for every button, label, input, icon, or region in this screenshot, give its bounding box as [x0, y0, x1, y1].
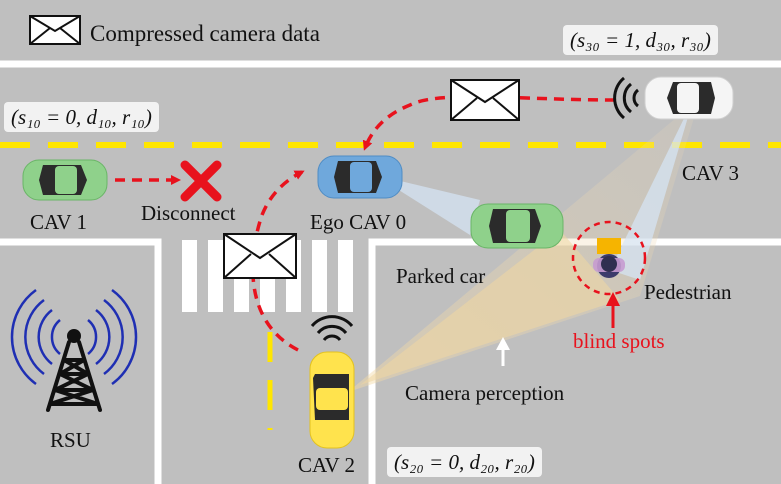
parked-car-label: Parked car [396, 264, 486, 288]
envelope-icon [450, 79, 520, 121]
cav2-label: CAV 2 [298, 453, 356, 477]
cav2-signal-icon [310, 315, 354, 342]
cav1-state-box: (s₁₀ = 0, d₁₀, r₁₀) [4, 102, 159, 133]
red-arrows [115, 95, 616, 352]
cav3-car-icon [644, 76, 734, 120]
pedestrian-icon [571, 220, 647, 296]
camera-perception-label: Camera perception [405, 381, 565, 405]
ego-label: Ego CAV 0 [310, 210, 407, 234]
envelope-icon [29, 15, 81, 45]
envelope-icon [223, 233, 297, 279]
rsu-label: RSU [50, 428, 91, 452]
disconnect-label: Disconnect [141, 201, 236, 225]
cav3-signal-icon [613, 76, 640, 120]
rsu-tower-icon [10, 288, 138, 412]
ego-car-icon [317, 155, 403, 199]
cav3-state-box: (s₃₀ = 1, d₃₀, r₃₀) [563, 25, 718, 56]
parked-car-icon [470, 203, 564, 249]
pedestrian-label: Pedestrian [644, 280, 732, 304]
cav2-car-icon [309, 351, 355, 449]
blind-spots-label: blind spots [573, 329, 665, 353]
cav1-car-icon [22, 159, 108, 201]
camera-perception-arrow [496, 337, 510, 366]
cav2-state-box: (s₂₀ = 0, d₂₀, r₂₀) [387, 447, 542, 478]
blind-spot-arrow [606, 292, 620, 328]
cav3-label: CAV 3 [682, 161, 740, 185]
disconnect-cross-icon [180, 160, 222, 202]
cav1-label: CAV 1 [30, 210, 88, 234]
legend-label: Compressed camera data [90, 21, 320, 46]
